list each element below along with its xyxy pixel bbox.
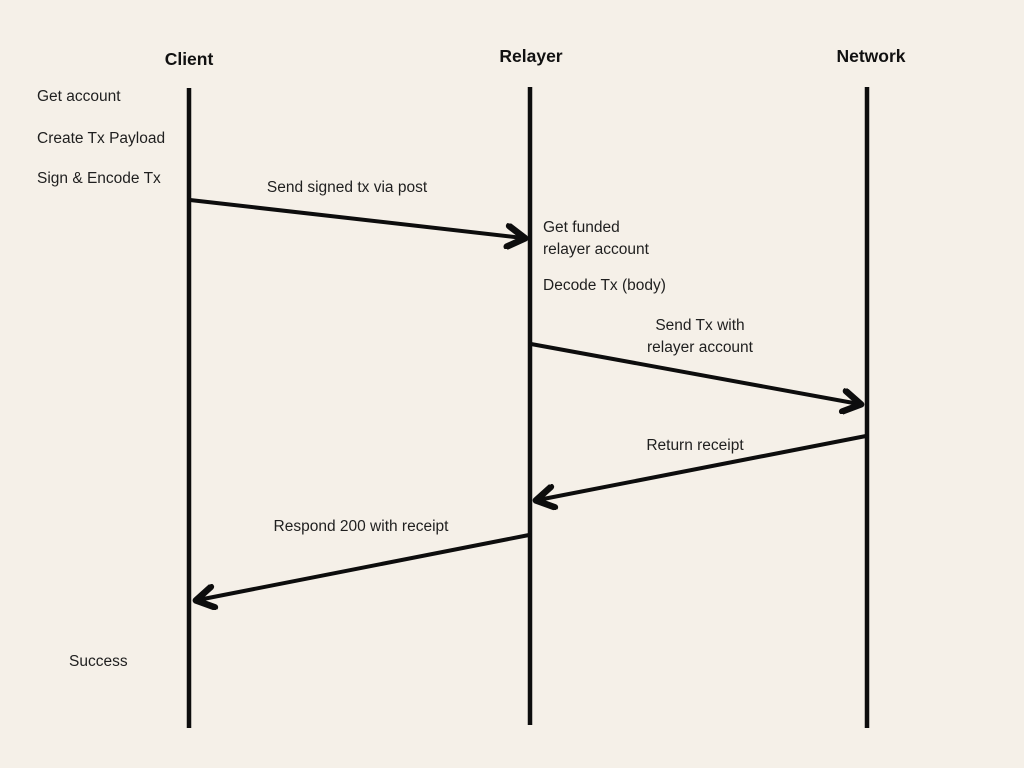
arrow-client-to-relayer (188, 198, 523, 238)
actor-header-client: Client (164, 49, 214, 69)
message-label-line2: relayer account (647, 339, 753, 356)
message-label-send-signed-tx: Send signed tx via post (266, 179, 428, 196)
message-label-return-receipt: Return receipt (646, 437, 744, 454)
arrow-relayer-to-client (198, 533, 531, 600)
actor-header-relayer: Relayer (499, 46, 563, 66)
message-label-respond-200: Respond 200 with receipt (273, 518, 449, 535)
actor-header-network: Network (836, 46, 906, 66)
note-sign-encode-tx: Sign & Encode Tx (37, 170, 161, 187)
message-label-send-tx-relayer-account: Send Tx with relayer account (647, 315, 753, 359)
note-create-tx-payload: Create Tx Payload (37, 130, 166, 147)
arrow-relayer-to-network (529, 342, 859, 404)
note-get-account: Get account (37, 88, 121, 105)
note-get-funded-line1: Get funded (543, 219, 620, 236)
note-get-funded-line2: relayer account (543, 241, 649, 258)
message-label-line1: Send Tx with (655, 317, 745, 334)
note-decode-tx-body: Decode Tx (body) (543, 277, 666, 294)
arrow-network-to-relayer (538, 434, 868, 500)
note-get-funded-relayer-account: Get funded relayer account (543, 217, 649, 261)
note-success: Success (69, 653, 128, 670)
